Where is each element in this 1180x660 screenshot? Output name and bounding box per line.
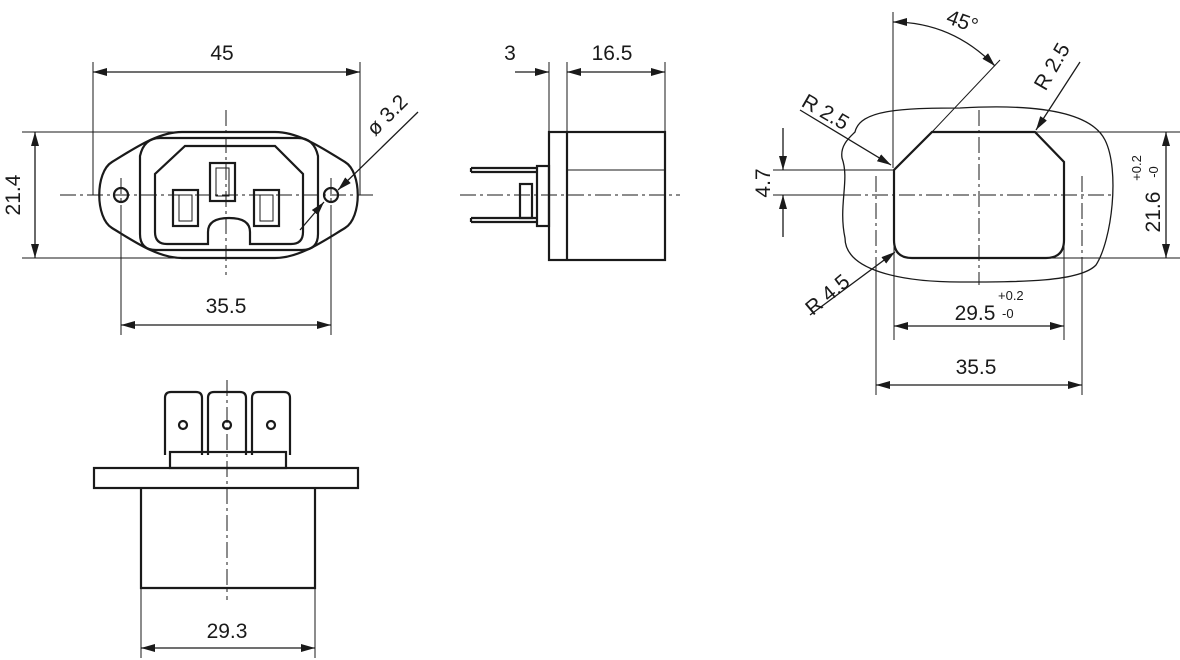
dim-radius-top-left: R 2.5 (798, 90, 853, 135)
bottom-body (139, 488, 317, 590)
bottom-tab-right (250, 390, 292, 455)
front-pin-slot-left (171, 188, 200, 228)
dim-cutout-height-tol-lower: -0 (1146, 166, 1161, 178)
bottom-flange (92, 466, 360, 490)
dim-body-depth: 16.5 (592, 42, 633, 65)
front-body-shell (138, 136, 320, 252)
dim-hole-diameter: ø 3.2 (362, 90, 412, 140)
cutout-view: 45° R 2.5 R 2.5 R 4.5 4.7 21.6 +0.2 -0 2… (752, 6, 1180, 395)
dim-front-hole-pitch: 35.5 (206, 295, 247, 318)
cutout-panel-break-outline (841, 106, 1114, 283)
front-view: 45 21.4 35.5 ø 3.2 (2, 42, 419, 335)
dim-radius-bottom: R 4.5 (801, 270, 854, 320)
dim-cutout-hole-pitch: 35.5 (956, 356, 997, 379)
dim-radius-top-right: R 2.5 (1030, 39, 1075, 94)
bottom-view: 29.3 (92, 380, 360, 658)
front-socket-opening (153, 144, 305, 246)
front-flange-outline (98, 130, 359, 260)
dim-front-height: 21.4 (2, 174, 25, 215)
side-view: 3 16.5 (460, 42, 680, 262)
dim-flange-thickness: 3 (504, 42, 516, 65)
front-pin-slot-right (252, 188, 281, 228)
dim-front-width: 45 (210, 42, 233, 65)
dim-offset: 4.7 (752, 168, 775, 197)
dim-cutout-width-tol-upper: +0.2 (998, 288, 1024, 303)
dim-cutout-height: 21.6 (1142, 192, 1165, 233)
bottom-tab-left (163, 390, 204, 455)
dim-cutout-width-tol-lower: -0 (1002, 306, 1014, 321)
dim-cutout-height-tol-upper: +0.2 (1129, 155, 1144, 181)
front-pin-slot-center (208, 161, 237, 203)
dim-bottom-body-width: 29.3 (207, 620, 248, 643)
dim-cutout-width: 29.5 (955, 302, 996, 325)
